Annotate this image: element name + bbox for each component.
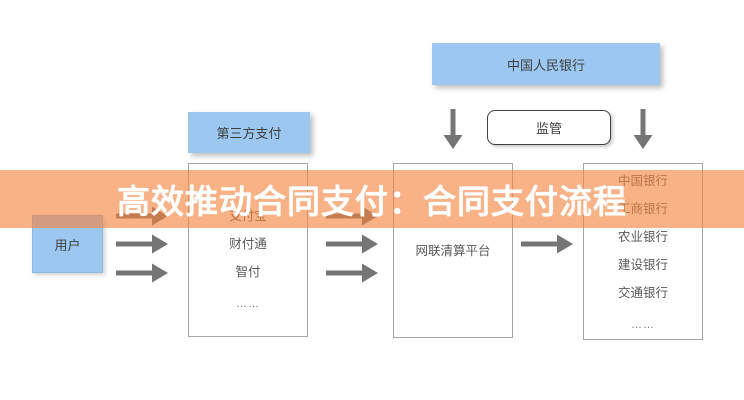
node-clearing-platform-label: 网联清算平台 [415,244,491,258]
node-supervision: 监管 [487,110,611,145]
third-party-item: 财付通 [229,237,267,251]
right-arrow-icon [326,234,378,254]
bank-item: 交通银行 [617,286,668,300]
node-user-label: 用户 [54,237,81,253]
right-arrow-icon [326,263,378,283]
page-title: 高效推动合同支付：合同支付流程 [117,183,627,220]
title-banner: 高效推动合同支付：合同支付流程 [0,170,744,228]
node-pboc-label: 中国人民银行 [506,57,585,73]
node-pboc: 中国人民银行 [432,43,660,85]
third-party-item-ellipsis: …… [236,298,260,310]
bank-item-ellipsis: …… [631,319,655,331]
node-third-party-title-label: 第三方支付 [216,126,282,141]
bank-item: 农业银行 [617,230,668,244]
down-arrow-icon [633,109,653,149]
right-arrow-icon [116,234,168,254]
down-arrow-icon [443,109,463,149]
node-third-party-title: 第三方支付 [188,112,310,153]
right-arrow-icon [521,234,573,254]
third-party-item: 智付 [235,265,261,279]
right-arrow-icon [116,263,168,283]
bank-item: 建设银行 [617,258,668,272]
node-supervision-label: 监管 [535,121,562,136]
